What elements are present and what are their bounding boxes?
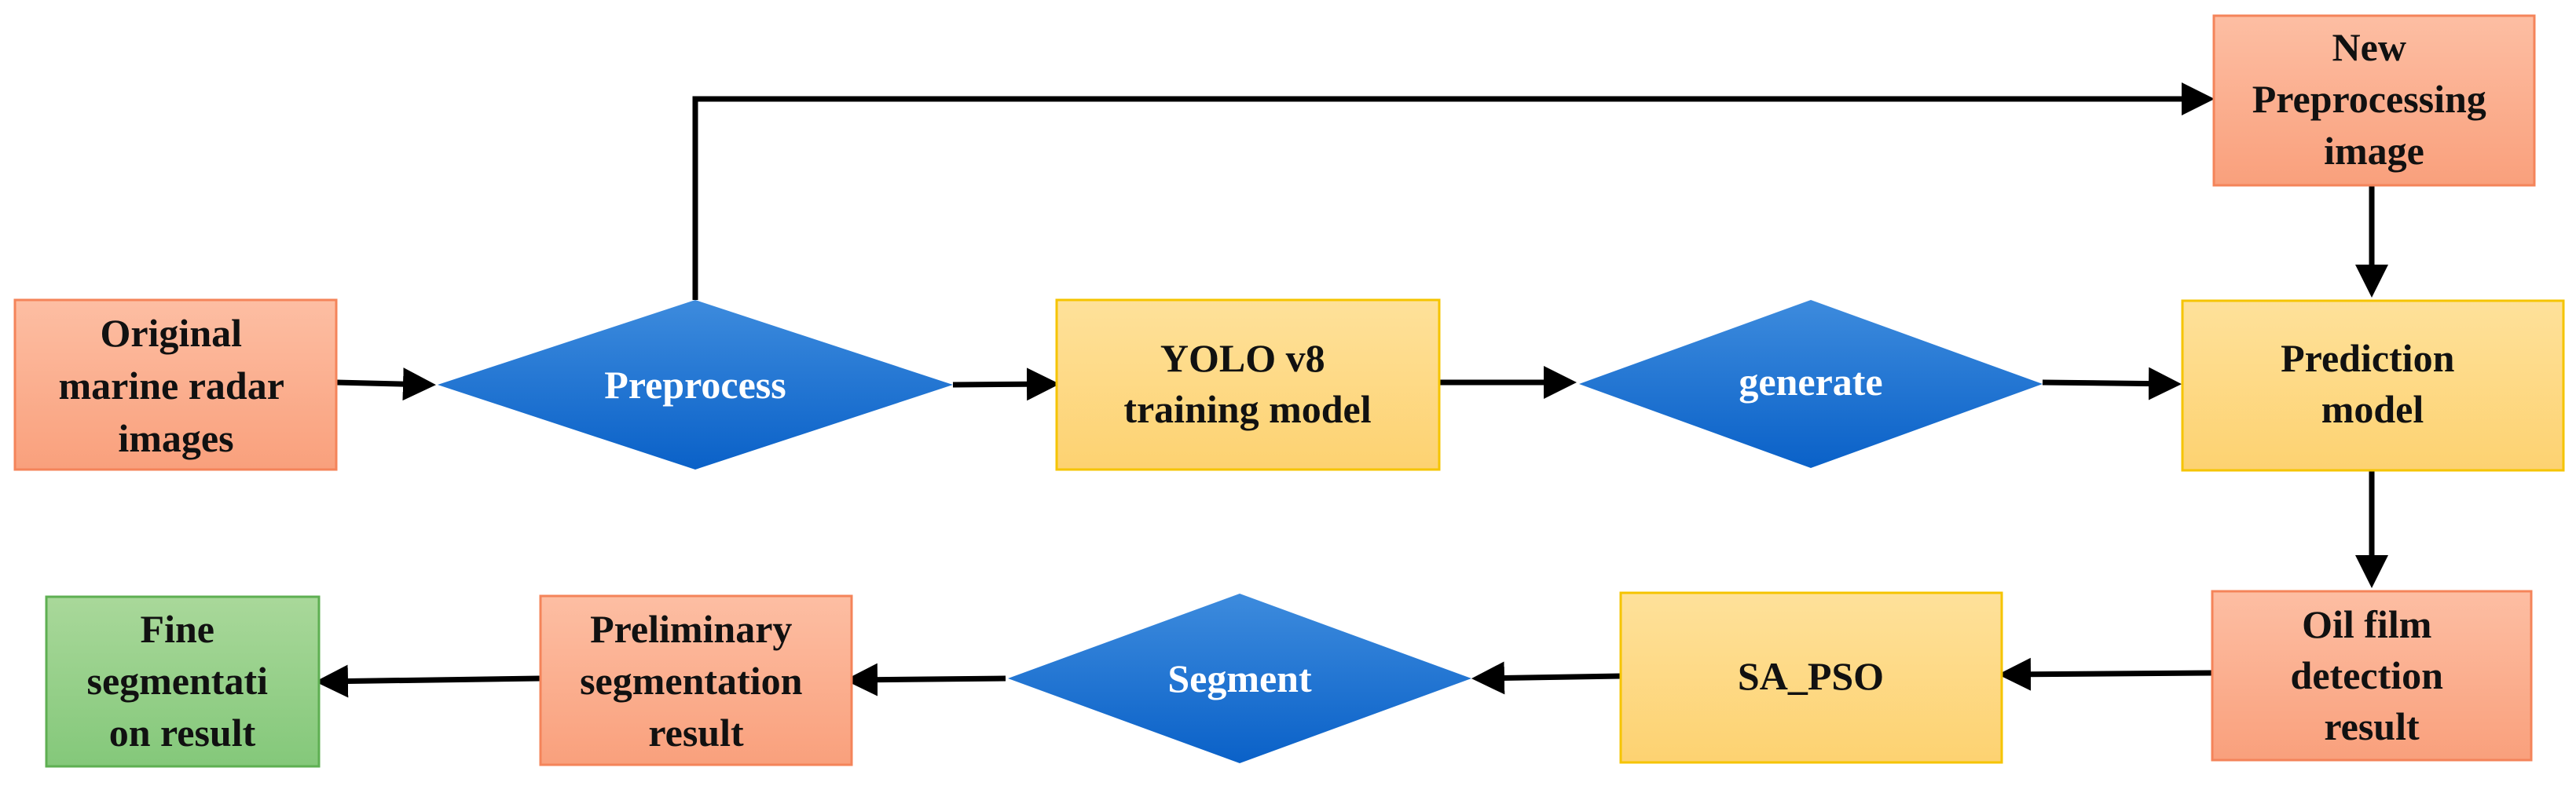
svg-text:Original marine radar: Original marine radar images xyxy=(58,311,293,460)
svg-text:Oil film detection: Oil film detection result xyxy=(2291,602,2453,748)
arrow-generate-to-prediction xyxy=(2042,367,2182,400)
generate-label: generate xyxy=(1739,360,1882,404)
svg-text:YOLO v8 training model: YOLO v8 training model xyxy=(1123,336,1371,431)
node-label-line: Preliminary xyxy=(590,607,792,651)
node-oil-film-detection: Oil film detection result xyxy=(2211,590,2533,762)
node-preprocess: Preprocess xyxy=(438,300,953,470)
node-label-line: Prediction xyxy=(2281,336,2454,380)
arrow-preprocess-to-yolo xyxy=(952,367,1060,401)
arrow-preprocess-to-new-image xyxy=(692,82,2215,300)
node-label-line: Original xyxy=(100,311,242,355)
svg-text:Fine segmentati on: Fine segmentati on result xyxy=(87,607,278,755)
node-label-line: image xyxy=(2324,129,2424,173)
node-new-preprocessing-image: New Preprocessing image xyxy=(2212,14,2536,187)
node-label-line: Preprocessing xyxy=(2252,77,2486,121)
node-original-images: Original marine radar images xyxy=(13,298,338,471)
node-label-line: segmentation xyxy=(580,659,802,703)
node-label-line: images xyxy=(118,416,233,460)
connectors xyxy=(315,82,2388,698)
node-yolo-model: YOLO v8 training model xyxy=(1055,298,1441,471)
node-preliminary-segmentation: Preliminary segmentation result xyxy=(539,594,853,766)
node-label-line: on result xyxy=(109,711,256,755)
arrow-sa-pso-to-segment xyxy=(1471,661,1621,695)
node-segment: Segment xyxy=(1008,594,1471,763)
node-label-line: YOLO v8 xyxy=(1160,336,1325,380)
svg-text:Prediction model: Prediction model xyxy=(2281,336,2464,431)
node-label-line: Oil film xyxy=(2302,602,2431,646)
node-fine-segmentation: Fine segmentati on result xyxy=(45,595,321,768)
node-label-line: New xyxy=(2332,25,2406,69)
segment-label: Segment xyxy=(1167,656,1312,700)
node-generate: generate xyxy=(1579,300,2043,468)
node-label-line: training model xyxy=(1123,387,1371,431)
node-label-line: Fine xyxy=(141,607,214,651)
svg-text:Preliminary segmentation: Preliminary segmentation result xyxy=(580,607,812,755)
svg-text:New Preprocessing: New Preprocessing image xyxy=(2252,25,2497,173)
node-label-line: detection xyxy=(2291,653,2444,697)
node-prediction-model: Prediction model xyxy=(2181,299,2565,472)
node-label-line: model xyxy=(2321,387,2424,431)
arrow-preliminary-to-fine xyxy=(315,664,540,698)
sa-pso-label: SA_PSO xyxy=(1738,654,1884,698)
node-label-line: segmentati xyxy=(87,659,269,703)
node-label-line: result xyxy=(2324,704,2420,748)
preprocess-label: Preprocess xyxy=(604,363,786,407)
arrow-original-to-preprocess xyxy=(335,367,436,401)
node-sa-pso: SA_PSO xyxy=(1619,591,2003,764)
arrow-oil-film-to-sa-pso xyxy=(1998,657,2212,691)
arrow-segment-to-preliminary xyxy=(845,663,1006,696)
node-label-line: result xyxy=(648,711,744,755)
node-label-line: marine radar xyxy=(58,364,284,408)
